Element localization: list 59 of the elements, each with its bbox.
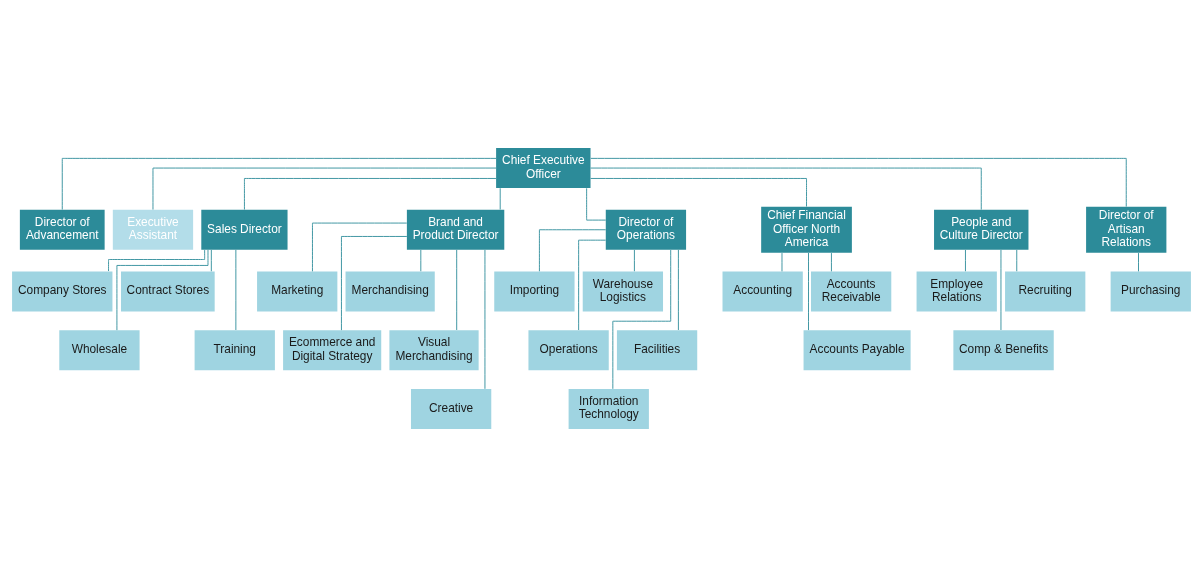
node-box: Purchasing <box>1110 271 1191 312</box>
connector <box>538 229 607 272</box>
node-box: Facilities <box>616 330 698 371</box>
node-box: Accounting <box>722 271 803 312</box>
connector <box>210 249 212 272</box>
connector <box>1000 249 1002 331</box>
node-box: Comp & Benefits <box>953 330 1054 371</box>
connector <box>243 178 497 210</box>
connector <box>152 167 497 210</box>
node-box: Recruiting <box>1005 271 1086 312</box>
node-box: Sales Director <box>201 209 288 250</box>
node-box: Information Technology <box>568 388 649 430</box>
connector <box>420 249 422 272</box>
connector <box>61 157 497 210</box>
node-box: Brand and Product Director <box>406 209 505 250</box>
node-box: Director of Artisan Relations <box>1086 206 1167 253</box>
node-box: Merchandising <box>345 271 435 312</box>
connector <box>1016 249 1018 272</box>
node-box: Marketing <box>257 271 338 312</box>
node-box: People and Culture Director <box>934 209 1029 250</box>
node-box: Employee Relations <box>916 271 997 312</box>
connector <box>590 178 807 207</box>
node-box: Importing <box>494 271 575 312</box>
connector <box>831 252 832 272</box>
node-box: Company Stores <box>12 271 113 312</box>
connector <box>484 249 486 390</box>
connector <box>633 249 635 272</box>
node-box: Ecommerce and Digital Strategy <box>283 330 382 371</box>
connector <box>108 249 206 272</box>
node-box: Accounts Payable <box>803 330 911 371</box>
node-box: Creative <box>410 388 492 430</box>
node-box: Warehouse Logistics <box>582 271 664 312</box>
connector <box>312 222 408 272</box>
connector <box>781 252 783 272</box>
connector <box>235 249 237 331</box>
node-box: Operations <box>528 330 609 371</box>
connector <box>612 249 672 390</box>
node-box: Accounts Receivable <box>811 271 892 312</box>
node-box: Chief Financial Officer North America <box>761 206 852 253</box>
connector <box>590 157 1127 208</box>
connector <box>1138 252 1139 272</box>
connector <box>456 249 458 331</box>
connector <box>116 249 209 331</box>
connector <box>586 187 607 221</box>
node-box: Director of Operations <box>605 209 687 250</box>
node-box: Chief Executive Officer <box>496 147 591 189</box>
node-box: Director of Advancement <box>19 209 105 250</box>
node-box: Visual Merchandising <box>389 330 479 371</box>
connector <box>578 239 607 331</box>
connector <box>341 236 408 331</box>
connector <box>965 249 966 272</box>
node-box: Wholesale <box>59 330 140 371</box>
node-box: Executive Assistant <box>112 209 194 250</box>
connector <box>808 252 809 331</box>
connector <box>677 249 679 331</box>
node-box: Contract Stores <box>121 271 215 312</box>
node-box: Training <box>194 330 275 371</box>
connector <box>590 167 982 210</box>
connector <box>499 187 501 210</box>
